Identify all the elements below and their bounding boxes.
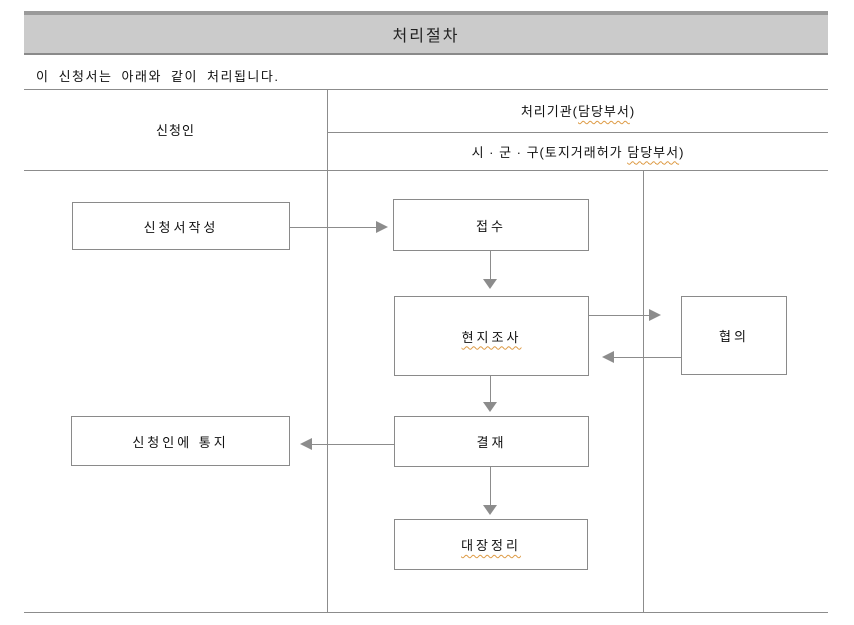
district-header-cell: 시 · 군 · 구(토지거래허가 담당부서) xyxy=(328,132,828,170)
applicant-header-label: 신청인 xyxy=(156,123,195,138)
agency-header-divider-rule xyxy=(328,132,828,133)
flow-box-field-survey: 현지조사 xyxy=(394,296,589,376)
flow-box-consultation: 협의 xyxy=(681,296,787,375)
page-title: 처리절차 xyxy=(392,28,460,45)
approval-label: 결재 xyxy=(476,435,507,450)
table-top-rule xyxy=(24,89,828,90)
applicant-header-cell: 신청인 xyxy=(24,89,327,170)
intro-text: 이 신청서는 아래와 같이 처리됩니다. xyxy=(36,69,280,84)
arrowhead-left-icon xyxy=(300,438,312,450)
field-survey-label: 현지조사 xyxy=(461,329,522,345)
agency-column-divider xyxy=(643,170,644,612)
ledger-update-label: 대장정리 xyxy=(461,538,521,553)
applicant-column-divider xyxy=(327,89,328,612)
flow-box-approval: 결재 xyxy=(394,416,589,467)
title-bar: 처리절차 xyxy=(24,11,828,55)
flow-box-receipt: 접수 xyxy=(393,199,589,251)
connector-approval-to-ledger xyxy=(490,467,491,505)
flow-box-ledger-update: 대장정리 xyxy=(394,519,588,570)
arrowhead-right-icon xyxy=(649,309,661,321)
flow-box-notify-applicant: 신청인에 통지 xyxy=(71,416,290,466)
connector-receipt-to-survey xyxy=(490,251,491,279)
arrowhead-down-icon xyxy=(483,505,497,515)
flow-box-write-application: 신청서작성 xyxy=(72,202,290,250)
agency-header-cell: 처리기관(담당부서) xyxy=(328,89,828,132)
receipt-label: 접수 xyxy=(476,218,506,234)
arrowhead-down-icon xyxy=(483,279,497,289)
consultation-label: 협의 xyxy=(719,329,749,344)
arrowhead-right-icon xyxy=(376,221,388,233)
district-header-label: 시 · 군 · 구(토지거래허가 담당부서) xyxy=(471,144,685,160)
connector-survey-to-approval xyxy=(490,376,491,402)
agency-marked-word: 담당부서 xyxy=(577,104,630,119)
write-application-label: 신청서작성 xyxy=(143,219,219,235)
header-bottom-rule xyxy=(24,170,828,171)
arrowhead-left-icon xyxy=(602,351,614,363)
connector-approval-to-notify xyxy=(312,444,394,445)
notify-applicant-label: 신청인에 통지 xyxy=(132,434,229,450)
table-bottom-rule xyxy=(24,612,828,613)
connector-write-to-receipt xyxy=(290,227,376,228)
connector-consultation-to-survey xyxy=(614,357,681,358)
agency-header-label: 처리기관(담당부서) xyxy=(520,104,636,119)
arrowhead-down-icon xyxy=(483,402,497,412)
connector-survey-to-consultation xyxy=(589,315,649,316)
district-marked-word: 담당부서 xyxy=(627,144,680,160)
